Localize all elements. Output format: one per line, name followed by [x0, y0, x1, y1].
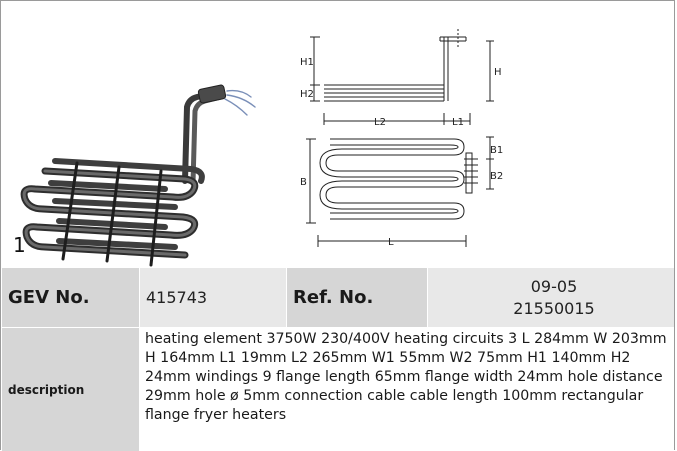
label-b1: B1: [490, 145, 503, 156]
label-h1: H1: [300, 57, 314, 68]
ref-values: 09-05 21550015: [427, 267, 674, 327]
description-label: description: [1, 327, 139, 451]
ref-value-1: 09-05: [530, 276, 578, 296]
label-h2: H2: [300, 89, 314, 100]
heating-element-photo: [20, 84, 256, 267]
label-l2: L2: [374, 117, 386, 128]
technical-drawing: H1 H2 H L2 L1 B B1 B2 L: [300, 29, 503, 248]
label-l: L: [388, 237, 394, 248]
description-text: heating element 3750W 230/400V heating c…: [139, 327, 674, 451]
figure-area: 1: [1, 1, 674, 267]
label-b2: B2: [490, 171, 503, 182]
figure-number: 1: [13, 233, 26, 257]
ref-value-2: 21550015: [513, 298, 595, 318]
label-h: H: [494, 67, 502, 78]
ref-label: Ref. No.: [286, 267, 427, 327]
spec-table: GEV No. 415743 Ref. No. 09-05 21550015 d…: [1, 267, 674, 451]
label-b: B: [300, 177, 307, 188]
label-l1: L1: [452, 117, 464, 128]
gev-label: GEV No.: [1, 267, 139, 327]
gev-value: 415743: [139, 267, 286, 327]
